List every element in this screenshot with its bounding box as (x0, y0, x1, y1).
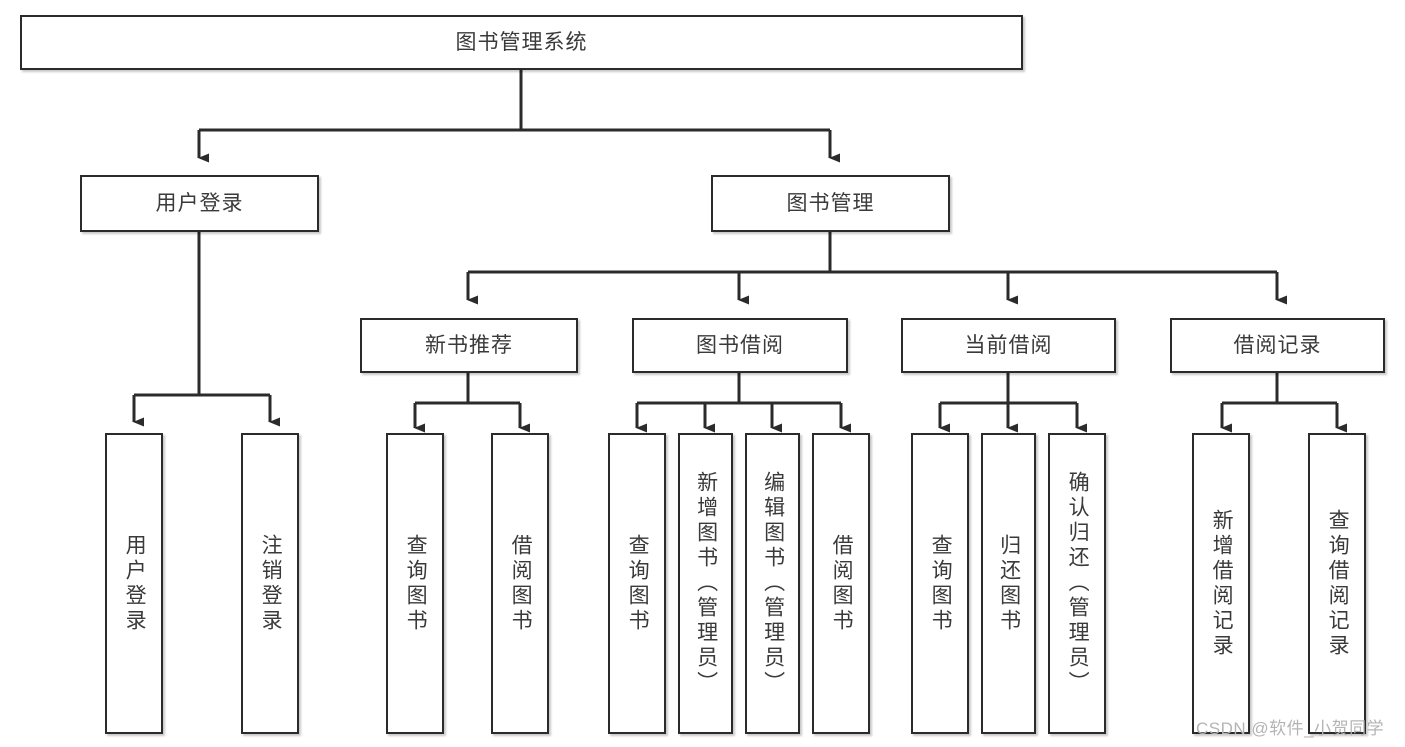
csdn-watermark: CSDN @软件_小贺同学 (1196, 719, 1385, 738)
node-label: 查询借阅记录 (1326, 508, 1350, 659)
leaf-return-book[interactable]: 归还图书 (981, 433, 1036, 734)
leaf-add-book[interactable]: 新增图书（管理员） (678, 433, 733, 734)
node-label: 编辑图书（管理员） (761, 471, 785, 696)
node-label: 新增借阅记录 (1210, 508, 1234, 659)
node-label: 查询图书 (404, 533, 428, 634)
leaf-add-borrow-record[interactable]: 新增借阅记录 (1192, 433, 1250, 734)
leaf-edit-book[interactable]: 编辑图书（管理员） (745, 433, 800, 734)
leaf-query-book-current[interactable]: 查询图书 (911, 433, 969, 734)
node-label: 借阅图书 (509, 533, 533, 634)
node-label: 新书推荐 (425, 333, 513, 357)
node-label: 确认归还（管理员） (1066, 471, 1090, 696)
node-label: 当前借阅 (964, 333, 1053, 357)
leaf-query-book-recommend[interactable]: 查询图书 (386, 433, 444, 734)
node-label: 借阅记录 (1233, 333, 1322, 357)
leaf-query-borrow-record[interactable]: 查询借阅记录 (1308, 433, 1366, 734)
node-label: 新增图书（管理员） (694, 471, 718, 696)
node-label: 查询图书 (929, 533, 953, 634)
leaf-borrow-book[interactable]: 借阅图书 (812, 433, 870, 734)
node-current-borrow[interactable]: 当前借阅 (901, 318, 1116, 373)
leaf-user-login[interactable]: 用户登录 (105, 433, 163, 734)
node-label: 借阅图书 (830, 533, 854, 634)
node-system-root[interactable]: 图书管理系统 (20, 15, 1023, 70)
node-book-borrow[interactable]: 图书借阅 (632, 318, 848, 373)
node-label: 图书管理系统 (455, 30, 588, 54)
node-label: 图书借阅 (696, 333, 784, 357)
leaf-query-book-borrow[interactable]: 查询图书 (608, 433, 666, 734)
node-label: 用户登录 (155, 191, 244, 215)
node-label: 注销登录 (259, 533, 283, 634)
node-label: 用户登录 (123, 533, 147, 634)
leaf-confirm-return[interactable]: 确认归还（管理员） (1048, 433, 1106, 734)
node-new-book-recommend[interactable]: 新书推荐 (360, 318, 578, 373)
node-label: 查询图书 (626, 533, 650, 634)
node-user-login[interactable]: 用户登录 (80, 175, 319, 232)
leaf-borrow-book-recommend[interactable]: 借阅图书 (491, 433, 549, 734)
node-label: 图书管理 (786, 191, 875, 215)
node-borrow-record[interactable]: 借阅记录 (1170, 318, 1385, 373)
leaf-logout-login[interactable]: 注销登录 (241, 433, 299, 734)
node-book-management[interactable]: 图书管理 (711, 175, 950, 232)
node-label: 归还图书 (997, 533, 1021, 634)
